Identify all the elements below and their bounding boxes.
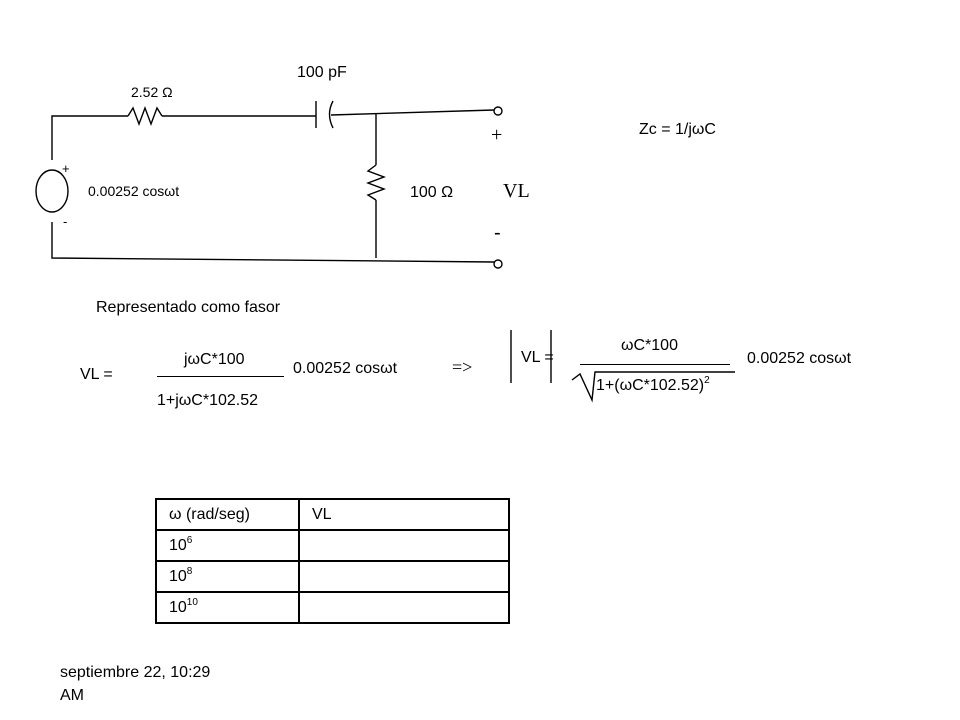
omega-exponent: 6: [186, 534, 193, 546]
wire-bottom: [51, 222, 495, 263]
output-minus: -: [494, 222, 501, 244]
capacitor-label: 100 pF: [297, 64, 347, 81]
table-cell-omega: 106: [155, 529, 300, 562]
source-label: 0.00252 cosωt: [88, 183, 180, 199]
table-cell-omega: 108: [155, 560, 300, 593]
omega-vl-table: ω (rad/seg) VL 106 108 1010: [155, 498, 510, 624]
source-minus: -: [63, 214, 68, 229]
table-header-vl: VL: [298, 498, 510, 531]
resistor1-label: 2.52 Ω: [131, 84, 173, 100]
sqrt-radical: [571, 371, 735, 403]
omega-exponent: 10: [186, 596, 198, 608]
wire-top-right: [330, 109, 495, 116]
eq2-denominator: 1+(ωC*102.52)2: [596, 375, 710, 395]
output-plus: +: [491, 124, 503, 146]
eq1-denominator: 1+jωC*102.52: [157, 392, 259, 409]
terminal-top: [493, 106, 503, 116]
table-cell-omega: 1010: [155, 591, 300, 624]
eq1-factor: 0.00252 cosωt: [293, 360, 398, 377]
capacitor-plate-right: [328, 100, 334, 129]
table-cell-vl: [298, 560, 510, 593]
eq2-fraction-bar: [580, 364, 730, 365]
omega-base: 10: [169, 567, 187, 585]
table-header-row: ω (rad/seg) VL: [155, 498, 510, 531]
omega-base: 10: [169, 536, 187, 554]
footer-date-line2: AM: [60, 687, 84, 704]
resistor-2: [366, 164, 386, 201]
footer-date-line1: septiembre 22, 10:29: [60, 664, 211, 681]
resistor-1: [127, 106, 163, 126]
omega-exponent: 8: [186, 565, 193, 577]
wire-top-left: [51, 115, 128, 160]
eq2-denominator-exponent: 2: [704, 375, 710, 386]
impedance-formula: Zc = 1/jωC: [639, 121, 716, 138]
eq1-fraction-bar: [157, 376, 284, 377]
eq1-lhs: VL =: [80, 366, 113, 383]
omega-base: 10: [169, 598, 187, 616]
phasor-heading: Representado como fasor: [96, 299, 281, 316]
table-cell-vl: [298, 529, 510, 562]
eq2-numerator: ωC*100: [621, 337, 678, 354]
resistor2-label: 100 Ω: [410, 184, 454, 201]
voltage-source: [35, 169, 69, 213]
table-row: 108: [155, 560, 510, 593]
table-row: 106: [155, 529, 510, 562]
output-label: VL: [503, 180, 530, 202]
eq2-denominator-base: 1+(ωC*102.52): [596, 377, 705, 394]
eq1-numerator: jωC*100: [184, 351, 245, 368]
table-row: 1010: [155, 591, 510, 624]
eq2-factor: 0.00252 cosωt: [747, 350, 852, 367]
table-cell-vl: [298, 591, 510, 624]
eq2-lhs: VL =: [521, 349, 554, 366]
table-header-omega: ω (rad/seg): [155, 498, 300, 531]
source-plus: +: [62, 161, 70, 176]
implies-arrow: =>: [452, 357, 473, 377]
terminal-bottom: [493, 259, 503, 269]
